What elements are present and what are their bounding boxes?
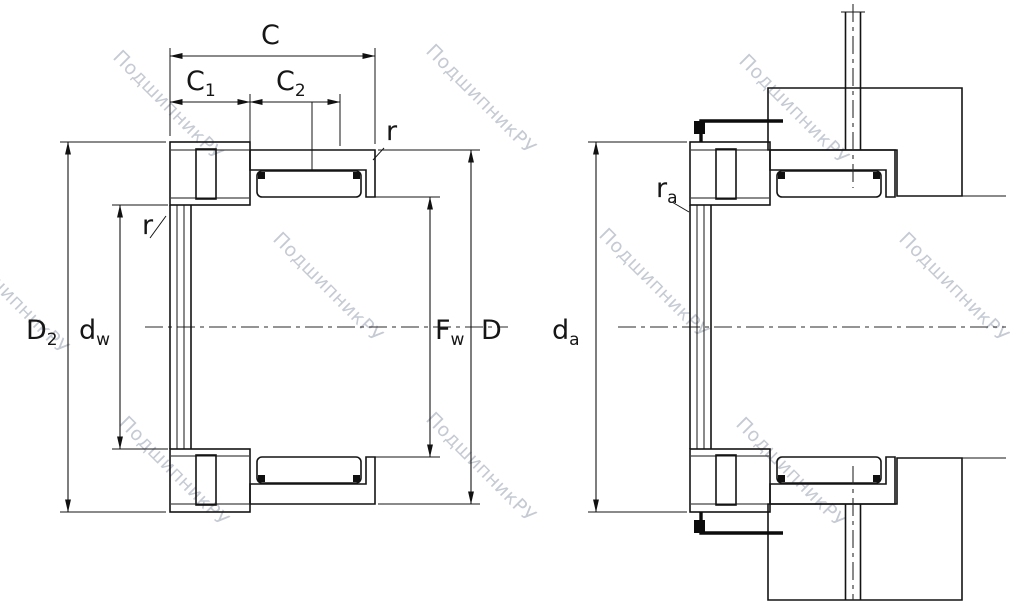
left-needle-cup-bottom <box>249 456 376 505</box>
right-view-mounting-section: da ra <box>552 4 1006 601</box>
lubrication-hole <box>845 89 861 149</box>
left-needle-cup-top <box>249 149 376 198</box>
dim-r-label: r <box>386 116 398 147</box>
watermark-text: ПодшипникРУ <box>731 413 850 532</box>
dim-D: D <box>378 149 502 505</box>
watermark-text: ПодшипникРУ <box>421 408 540 527</box>
watermark-text: ПодшипникРУ <box>734 50 853 169</box>
left-axial-unit-top <box>169 141 251 206</box>
left-view-bearing-section <box>145 141 508 513</box>
needle-roller <box>776 170 882 198</box>
axial-roller <box>715 148 737 200</box>
axial-roller <box>195 454 217 506</box>
dim-r-top: r <box>372 116 398 161</box>
lubrication-hole <box>845 505 861 599</box>
watermark-text: ПодшипникРУ <box>594 224 713 343</box>
dim-C: C <box>169 20 376 144</box>
right-housing-top <box>694 4 1006 197</box>
dim-C-label: C <box>261 20 280 51</box>
dim-ra-label: ra <box>656 173 678 208</box>
dim-C1-label: C1 <box>186 66 216 101</box>
right-axial-unit-bottom <box>689 448 771 513</box>
dim-C2: C2 <box>249 66 341 171</box>
right-housing-bottom <box>694 457 1006 601</box>
dim-da: da <box>552 141 687 513</box>
roller-end-cap <box>353 475 360 482</box>
left-axial-unit-bottom <box>169 448 251 513</box>
dim-D-label: D <box>481 315 502 346</box>
dim-ra: ra <box>656 173 690 213</box>
needle-roller <box>256 456 362 484</box>
abutment-shoulder <box>699 512 783 535</box>
right-axial-unit-top <box>689 141 771 206</box>
dim-C1: C1 <box>169 66 251 146</box>
axial-roller <box>715 454 737 506</box>
watermark-text: ПодшипникРУ <box>108 46 227 165</box>
watermark-text: ПодшипникРУ <box>894 228 1010 347</box>
right-sleeve-lines <box>689 205 712 449</box>
roller-end-cap <box>258 475 265 482</box>
dim-Fw-label: Fw <box>435 315 465 350</box>
roller-end-cap <box>873 475 880 482</box>
dim-dw: dw <box>79 204 168 450</box>
abutment-shoulder <box>699 119 783 142</box>
roller-end-cap <box>778 172 785 179</box>
dim-dw-label: dw <box>79 315 110 350</box>
dim-r-inner: r <box>142 210 167 241</box>
snap-ring <box>694 520 705 533</box>
dim-C2-label: C2 <box>276 66 306 101</box>
roller-end-cap <box>778 475 785 482</box>
needle-roller <box>776 456 882 484</box>
dim-Fw: Fw <box>368 196 465 458</box>
dim-da-label: da <box>552 315 580 350</box>
roller-end-cap <box>258 172 265 179</box>
roller-end-cap <box>353 172 360 179</box>
dim-r-inner-label: r <box>142 210 154 241</box>
dim-D2-label: D2 <box>26 315 58 350</box>
dim-D2: D2 <box>26 141 166 513</box>
axial-roller <box>195 148 217 200</box>
left-sleeve-lines <box>169 205 192 449</box>
left-view-dimensions: C C1 C2 r r D2 <box>26 20 502 513</box>
needle-roller <box>256 170 362 198</box>
snap-ring <box>694 121 705 134</box>
roller-end-cap <box>873 172 880 179</box>
watermark-text: ПодшипникРУ <box>421 40 540 159</box>
watermark-text: ПодшипникРУ <box>268 228 387 347</box>
